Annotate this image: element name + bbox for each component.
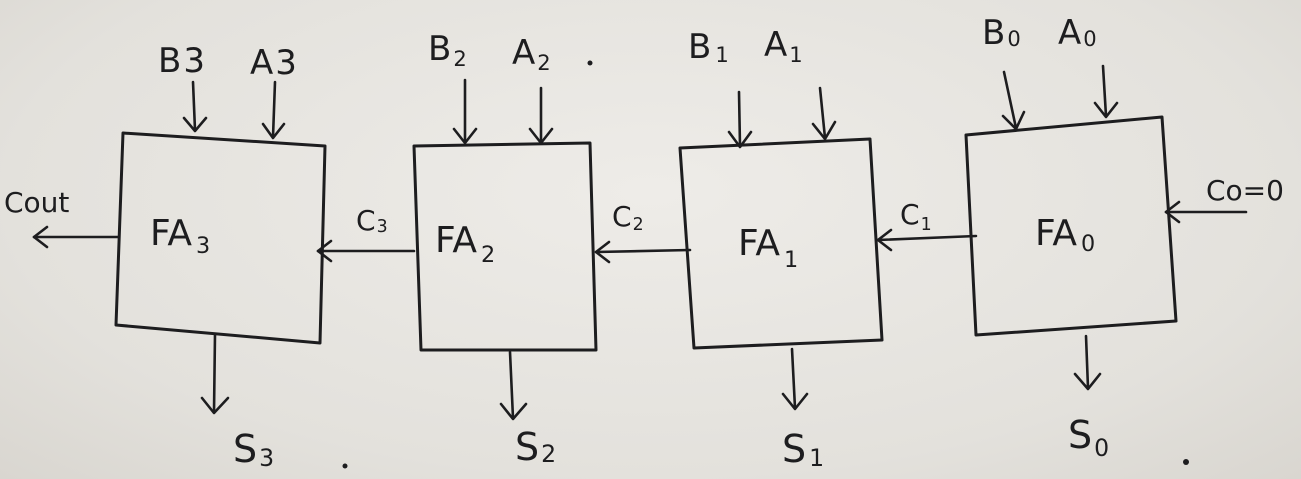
input-b0-label: B0 [982,13,1021,53]
carry-arrow-c3 [316,239,416,263]
input-arrow-a0 [1093,64,1119,119]
full-adder-3-box [114,131,327,345]
input-a2-label: A2 [512,33,551,75]
input-a0-label: A0 [1058,13,1097,53]
full-adder-1-label-base: FA [738,223,780,264]
sum-arrow-s2 [499,350,528,421]
carry-arrow-c1 [876,228,978,252]
sum-arrow-s0 [1073,334,1102,391]
full-adder-3-label-index: 3 [196,233,210,259]
input-arrow-a1 [811,86,837,141]
sum-s0-label: S0 [1068,413,1109,462]
full-adder-2-box [412,141,598,352]
full-adder-0-label-index: 0 [1081,231,1095,257]
input-a3-label: A3 [250,43,297,83]
input-arrow-b3 [182,80,208,133]
input-arrow-b0 [1001,70,1026,131]
full-adder-2-label-index: 2 [481,242,495,268]
carry-in-arrow [1164,200,1248,224]
carry-c1-label: C1 [900,198,932,235]
input-arrow-a2 [528,86,554,145]
carry-c3-label: C3 [356,204,388,237]
ink-dot [1183,459,1189,465]
input-arrow-b1 [727,90,753,149]
full-adder-3-label-base: FA [150,213,192,254]
ink-dot [587,60,593,66]
full-adder-0-box [964,115,1178,337]
sum-s3-label: S3 [233,427,274,472]
full-adder-1-box [678,137,884,350]
carry-arrow-c2 [594,240,692,264]
sum-s2-label: S2 [515,425,556,469]
sum-arrow-s3 [200,332,230,415]
full-adder-2-label-base: FA [435,220,477,261]
input-b2-label: B2 [428,29,467,71]
input-b3-label: B3 [158,41,205,81]
carry-out-arrow [32,225,120,249]
sum-arrow-s1 [781,347,809,411]
carry-in-label: Co=0 [1206,174,1284,207]
full-adder-1-label-index: 1 [784,247,798,273]
full-adder-0-label-base: FA [1035,213,1077,254]
ink-dot [342,463,348,469]
carry-out-label: Cout [4,186,69,219]
input-arrow-a3 [261,80,286,140]
input-arrow-b2 [452,78,478,145]
input-a1-label: A1 [764,25,803,67]
carry-c2-label: C2 [612,200,644,235]
